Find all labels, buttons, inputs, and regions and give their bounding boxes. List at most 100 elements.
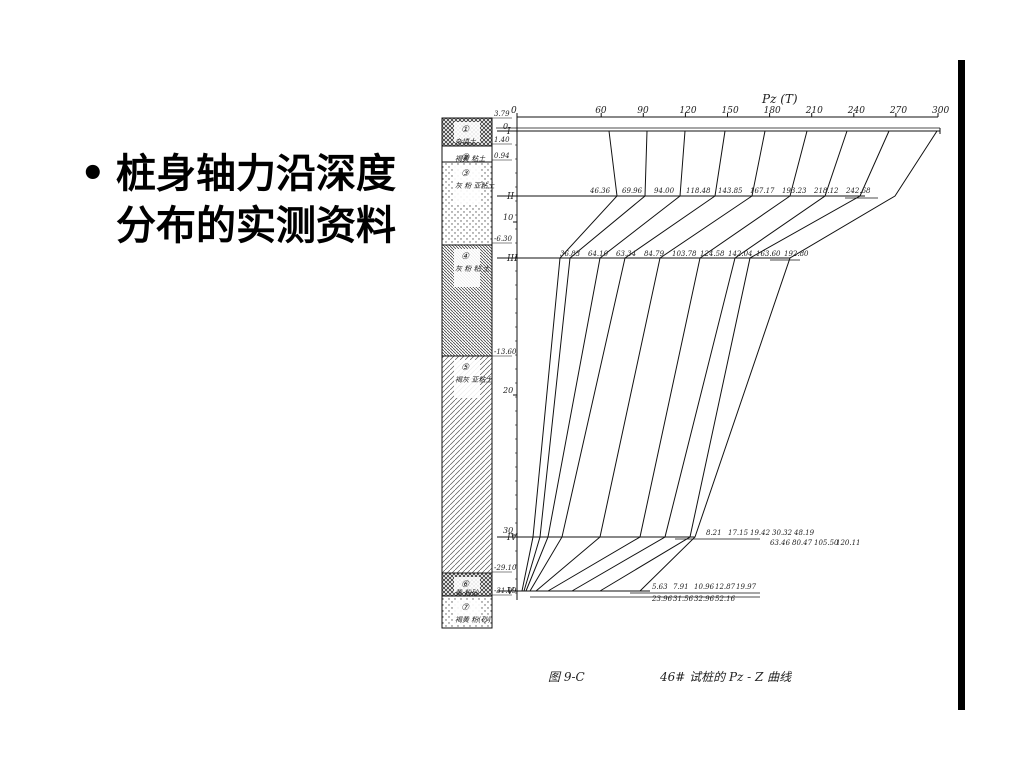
data-label-IV: 30.32 — [772, 529, 793, 537]
soil-layer-no: ⑥ — [461, 580, 470, 590]
soil-layer — [441, 244, 493, 357]
data-label-II: 46.36 — [589, 187, 611, 195]
data-label-II: 143.85 — [718, 187, 743, 195]
data-label-V: 52.16 — [715, 595, 736, 603]
bullet-text: 桩身轴力沿深度分布的实测资料 — [116, 150, 396, 249]
data-label-III: 163.60 — [756, 250, 781, 258]
data-label-II: 242.68 — [845, 187, 871, 195]
data-label-V: 10.96 — [694, 583, 715, 591]
soil-elevation-label: 3.79 — [494, 110, 510, 118]
data-label-II: 218.12 — [813, 187, 839, 195]
y-tick-label: 20 — [502, 386, 513, 395]
data-label-V: 19.97 — [736, 583, 757, 591]
soil-layer-no: ① — [461, 125, 470, 135]
soil-layer-no: ⑤ — [461, 363, 470, 373]
series-line-270 — [599, 130, 890, 592]
series-line-120 — [525, 130, 686, 592]
data-label-IV: 17.15 — [728, 529, 749, 537]
soil-elevation-label: -13.60 — [494, 348, 517, 356]
soil-elevation-label: -29.10 — [494, 564, 517, 572]
data-label-II: 193.23 — [782, 187, 807, 195]
soil-layer-name: 灰 粉 粘 土 — [455, 265, 491, 273]
bullet-symbol: • — [80, 150, 106, 197]
data-label-V: 7.91 — [673, 583, 689, 591]
soil-layer-label-bg — [454, 577, 480, 592]
data-label-II: 118.48 — [686, 187, 711, 195]
soil-layer-no: ③ — [461, 169, 470, 179]
data-label-IV: 105.50 — [814, 539, 839, 547]
soil-layer-label-bg — [454, 166, 480, 204]
soil-elevation-label: 1.40 — [494, 136, 510, 144]
soil-layer-name: 黄 粉砂 — [455, 589, 479, 597]
section-label: I — [506, 127, 511, 137]
series-line-60 — [521, 130, 618, 592]
data-label-III: 103.78 — [672, 250, 697, 258]
series-line-210 — [547, 130, 808, 592]
x-tick-label: 180 — [764, 106, 781, 116]
x-axis-title: Pz (T) — [761, 92, 798, 106]
bullet-item: • 桩身轴力沿深度分布的实测资料 — [80, 148, 400, 252]
data-label-V: 5.63 — [652, 583, 668, 591]
x-tick-label: 0 — [511, 106, 517, 116]
data-label-II: 167.17 — [750, 187, 775, 195]
data-label-III: 192.80 — [784, 250, 809, 258]
data-label-V: 12.87 — [715, 583, 736, 591]
soil-layer-label-bg — [454, 122, 480, 142]
y-tick-label: 30 — [503, 526, 513, 535]
series-line-300 — [639, 130, 938, 592]
soil-layer-label-bg — [454, 150, 480, 160]
soil-layer-name: 褐黄 粉(砂) — [455, 616, 491, 624]
series-line-90 — [523, 130, 648, 592]
x-tick-label: 150 — [722, 106, 739, 116]
soil-elevation-label: -6.30 — [494, 235, 512, 243]
data-label-IV: 8.21 — [706, 529, 722, 537]
section-label: V — [507, 587, 515, 597]
soil-elevation-label: 0.94 — [494, 152, 510, 160]
data-label-III: 142.04 — [728, 250, 753, 258]
series-line-240 — [571, 130, 848, 592]
data-label-II: 94.00 — [654, 187, 675, 195]
data-label-IV: 63.46 — [770, 539, 791, 547]
x-tick-label: 120 — [679, 106, 696, 116]
figure-caption-right: 46# 试桩的 Pz - Z 曲线 — [659, 670, 792, 684]
right-border-bar — [958, 60, 965, 710]
data-label-V: 23.96 — [651, 595, 673, 603]
data-label-V: 32.96 — [694, 595, 715, 603]
soil-layer-no: ⑦ — [461, 603, 470, 613]
chart-series — [521, 130, 938, 592]
data-label-IV: 48.19 — [793, 529, 815, 537]
data-label-IV: 120.11 — [836, 539, 861, 547]
x-tick-label: 240 — [847, 106, 865, 116]
soil-layer-name: 褐灰 亚粘土 — [455, 376, 493, 384]
x-tick-label: 270 — [889, 106, 907, 116]
y-tick-label: 10 — [503, 213, 513, 222]
data-label-III: 84.79 — [644, 250, 665, 258]
data-label-IV: 80.47 — [792, 539, 813, 547]
data-label-III: 64.10 — [588, 250, 609, 258]
section-label: II — [506, 192, 515, 202]
soil-layer-label-bg — [454, 600, 480, 624]
data-label-III: 124.58 — [700, 250, 725, 258]
soil-layer-label-bg — [454, 249, 480, 287]
x-tick-label: 210 — [805, 106, 823, 116]
x-tick-label: 90 — [637, 106, 649, 116]
series-line-180 — [535, 130, 766, 592]
section-label: IV — [506, 533, 519, 543]
y-tick-label: 0 — [503, 122, 508, 131]
data-label-V: 31.56 — [673, 595, 694, 603]
data-label-III: 63.34 — [616, 250, 636, 258]
data-label-III: 36.83 — [560, 250, 581, 258]
data-label-IV: 19.42 — [750, 529, 771, 537]
soil-layer-name: 褐黄 粘土 — [455, 155, 486, 163]
series-line-150 — [529, 130, 726, 592]
soil-layer-name: 杂填土 — [455, 138, 477, 146]
section-label: III — [506, 254, 518, 264]
x-tick-label: 300 — [932, 106, 949, 116]
soil-layer-label-bg — [454, 360, 480, 398]
x-tick-label: 60 — [595, 106, 607, 116]
